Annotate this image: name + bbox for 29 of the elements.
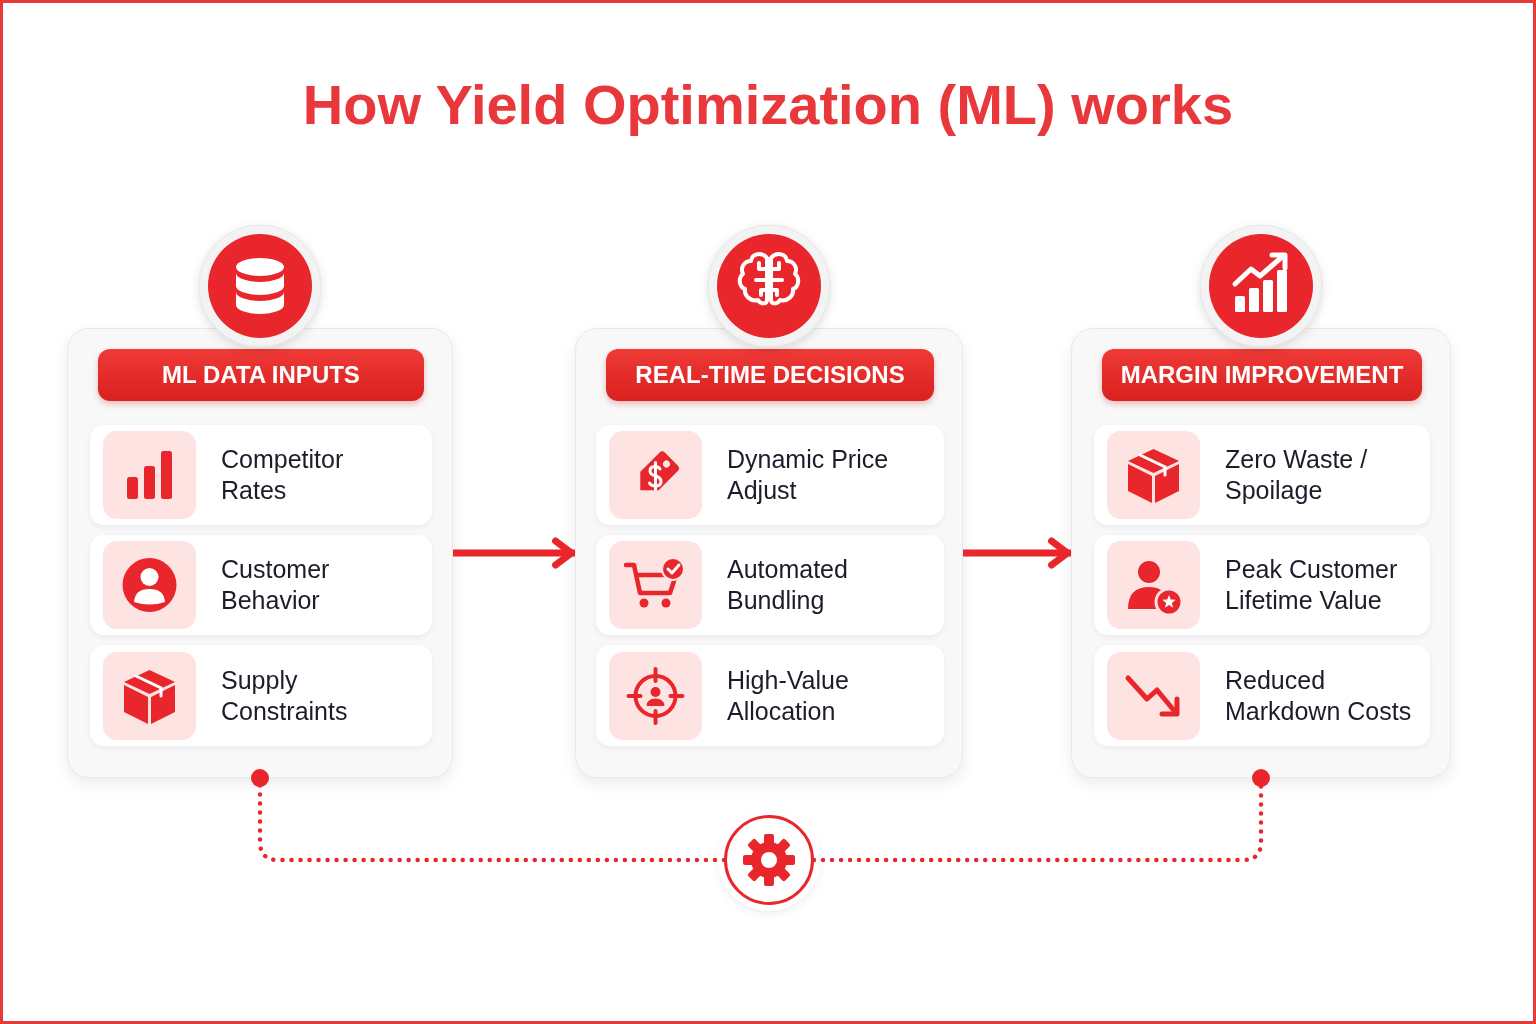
item-label: Peak Customer Lifetime Value — [1225, 554, 1399, 616]
arrow — [453, 537, 575, 569]
dotted-connector-line — [811, 769, 1270, 863]
item-card — [90, 425, 432, 525]
panel-heading: MARGIN IMPROVEMENT — [1102, 349, 1422, 401]
item-label: Dynamic Price Adjust — [727, 444, 890, 506]
item-label: Reduced Markdown Costs — [1225, 664, 1413, 727]
item-label: High-Value Allocation — [727, 664, 850, 727]
dotted-connector-line — [251, 769, 727, 863]
panel-card — [575, 328, 963, 778]
item-label: Customer Behavior — [221, 554, 331, 616]
item-label: Zero Waste / Spoilage — [1225, 444, 1369, 506]
panel-heading: REAL-TIME DECISIONS — [606, 349, 934, 401]
item-label: Supply Constraints — [221, 664, 349, 727]
item-card — [1094, 425, 1430, 525]
item-label: Automated Bundling — [727, 554, 849, 616]
item-label: Competitor Rates — [221, 444, 345, 506]
arrow — [963, 537, 1071, 569]
panel-card — [1071, 328, 1451, 778]
item-card — [1094, 645, 1430, 746]
item-card — [596, 645, 944, 746]
panel-card — [67, 328, 453, 778]
item-card — [90, 535, 432, 635]
diagram-title: How Yield Optimization (ML) works — [302, 72, 1234, 138]
item-card — [596, 535, 944, 635]
item-card — [596, 425, 944, 525]
item-card — [90, 645, 432, 746]
item-card — [1094, 535, 1430, 635]
panel-heading: ML DATA INPUTS — [98, 349, 424, 401]
